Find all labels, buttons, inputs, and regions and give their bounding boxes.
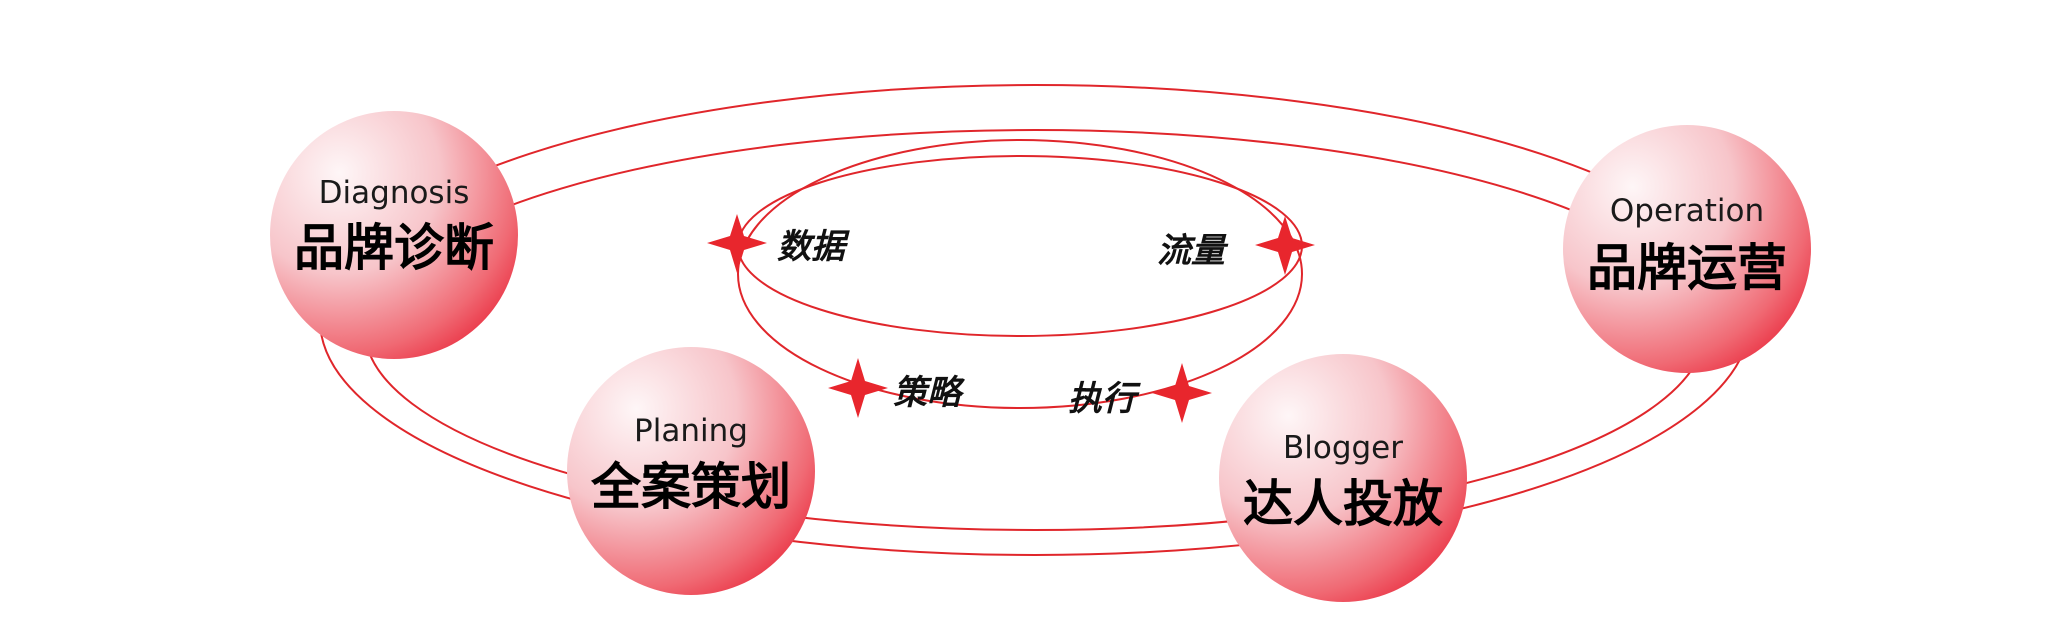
- node-diagnosis-sphere: [270, 111, 518, 359]
- node-diagnosis: Diagnosis 品牌诊断: [270, 111, 518, 359]
- node-blogger-en-label: Blogger: [1283, 430, 1403, 466]
- node-blogger: Blogger 达人投放: [1219, 354, 1467, 602]
- node-planing-en-label: Planing: [634, 413, 748, 449]
- node-blogger-sphere: [1219, 354, 1467, 602]
- node-operation-en-label: Operation: [1610, 193, 1764, 229]
- core-label-data: 数据: [777, 227, 850, 267]
- inner-orbit-ring-2: [737, 139, 1303, 409]
- inner-core-orbit: [737, 139, 1303, 409]
- node-planing-sphere: [567, 347, 815, 595]
- outer-orbit-ring-2: [364, 129, 1706, 531]
- core-label-traffic: 流量: [1157, 231, 1229, 271]
- core-label-strategy: 策略: [893, 373, 965, 413]
- node-planing-zh-label: 全案策划: [590, 458, 791, 516]
- node-operation-zh-label: 品牌运营: [1587, 239, 1787, 297]
- node-diagnosis-zh-label: 品牌诊断: [294, 219, 494, 277]
- star-icon: [707, 214, 767, 273]
- node-operation: Operation 品牌运营: [1563, 125, 1811, 373]
- core-item-data: 数据: [707, 214, 850, 273]
- core-label-execution: 执行: [1068, 379, 1141, 419]
- node-diagnosis-en-label: Diagnosis: [319, 175, 470, 211]
- star-icon: [828, 358, 888, 418]
- star-icon: [1255, 216, 1315, 275]
- core-item-execution: 执行: [1068, 363, 1212, 423]
- star-icon: [1152, 363, 1212, 423]
- core-item-strategy: 策略: [828, 358, 965, 418]
- node-operation-sphere: [1563, 125, 1811, 373]
- core-item-traffic: 流量: [1157, 216, 1315, 275]
- node-planing: Planing 全案策划: [567, 347, 815, 595]
- node-blogger-zh-label: 达人投放: [1243, 475, 1443, 533]
